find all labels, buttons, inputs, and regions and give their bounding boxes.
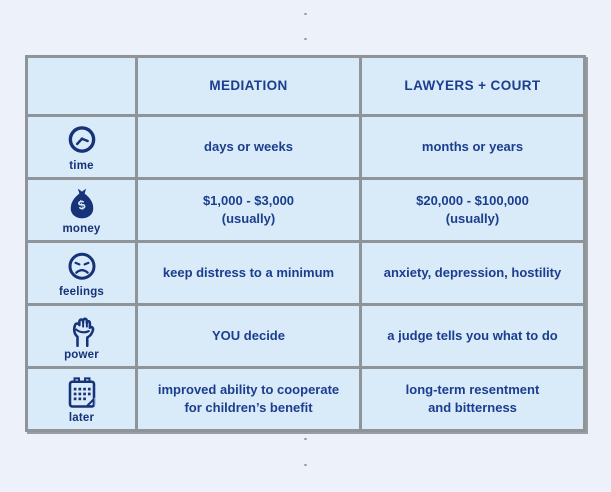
cell-money-icon: $ money xyxy=(25,177,138,243)
row-money: $ money $1,000 - $3,000 (usually) $20,00… xyxy=(25,177,586,243)
raised-fist-icon xyxy=(72,317,94,347)
header-court-label: LAWYERS + COURT xyxy=(404,78,541,93)
artifact-dot xyxy=(304,438,307,440)
row-power: power YOU decide a judge tells you what … xyxy=(25,303,586,369)
svg-text:$: $ xyxy=(76,196,87,212)
header-corner-cell xyxy=(25,55,138,117)
cell-time-mediation: days or weeks xyxy=(135,114,362,180)
row-icon-label: money xyxy=(62,222,101,235)
row-time: time days or weeks months or years xyxy=(25,114,586,180)
header-row: MEDIATION LAWYERS + COURT xyxy=(25,55,586,117)
cell-money-mediation: $1,000 - $3,000 (usually) xyxy=(135,177,362,243)
artifact-dot xyxy=(304,13,307,15)
cell-later-court: long-term resentment and bitterness xyxy=(359,366,586,432)
cell-feelings-icon: feelings xyxy=(25,240,138,306)
header-mediation-label: MEDIATION xyxy=(209,78,288,93)
artifact-dot xyxy=(304,464,307,466)
row-icon-label: power xyxy=(64,348,99,361)
cell-money-court: $20,000 - $100,000 (usually) xyxy=(359,177,586,243)
cell-feelings-court: anxiety, depression, hostility xyxy=(359,240,586,306)
artifact-dot xyxy=(304,38,307,40)
cell-time-court: months or years xyxy=(359,114,586,180)
calendar-icon xyxy=(68,376,95,408)
clock-icon xyxy=(68,125,95,153)
row-icon-label: feelings xyxy=(58,285,105,298)
cell-later-mediation: improved ability to cooperate for childr… xyxy=(135,366,362,432)
cell-feelings-mediation: keep distress to a minimum xyxy=(135,240,362,306)
sad-face-icon xyxy=(68,252,95,280)
header-mediation: MEDIATION xyxy=(135,55,362,117)
comparison-table-wrapper: MEDIATION LAWYERS + COURT time xyxy=(25,55,586,432)
row-feelings: feelings keep distress to a minimum anxi… xyxy=(25,240,586,306)
cell-power-mediation: YOU decide xyxy=(135,303,362,369)
cell-power-court: a judge tells you what to do xyxy=(359,303,586,369)
money-bag-icon: $ xyxy=(70,188,93,218)
cell-later-icon: later xyxy=(25,366,138,432)
row-icon-label: later xyxy=(68,411,95,424)
cell-time-icon: time xyxy=(25,114,138,180)
row-later: later improved ability to cooperate for … xyxy=(25,366,586,432)
comparison-table: MEDIATION LAWYERS + COURT time xyxy=(25,55,586,432)
header-court: LAWYERS + COURT xyxy=(359,55,586,117)
row-icon-label: time xyxy=(69,159,94,172)
cell-power-icon: power xyxy=(25,303,138,369)
